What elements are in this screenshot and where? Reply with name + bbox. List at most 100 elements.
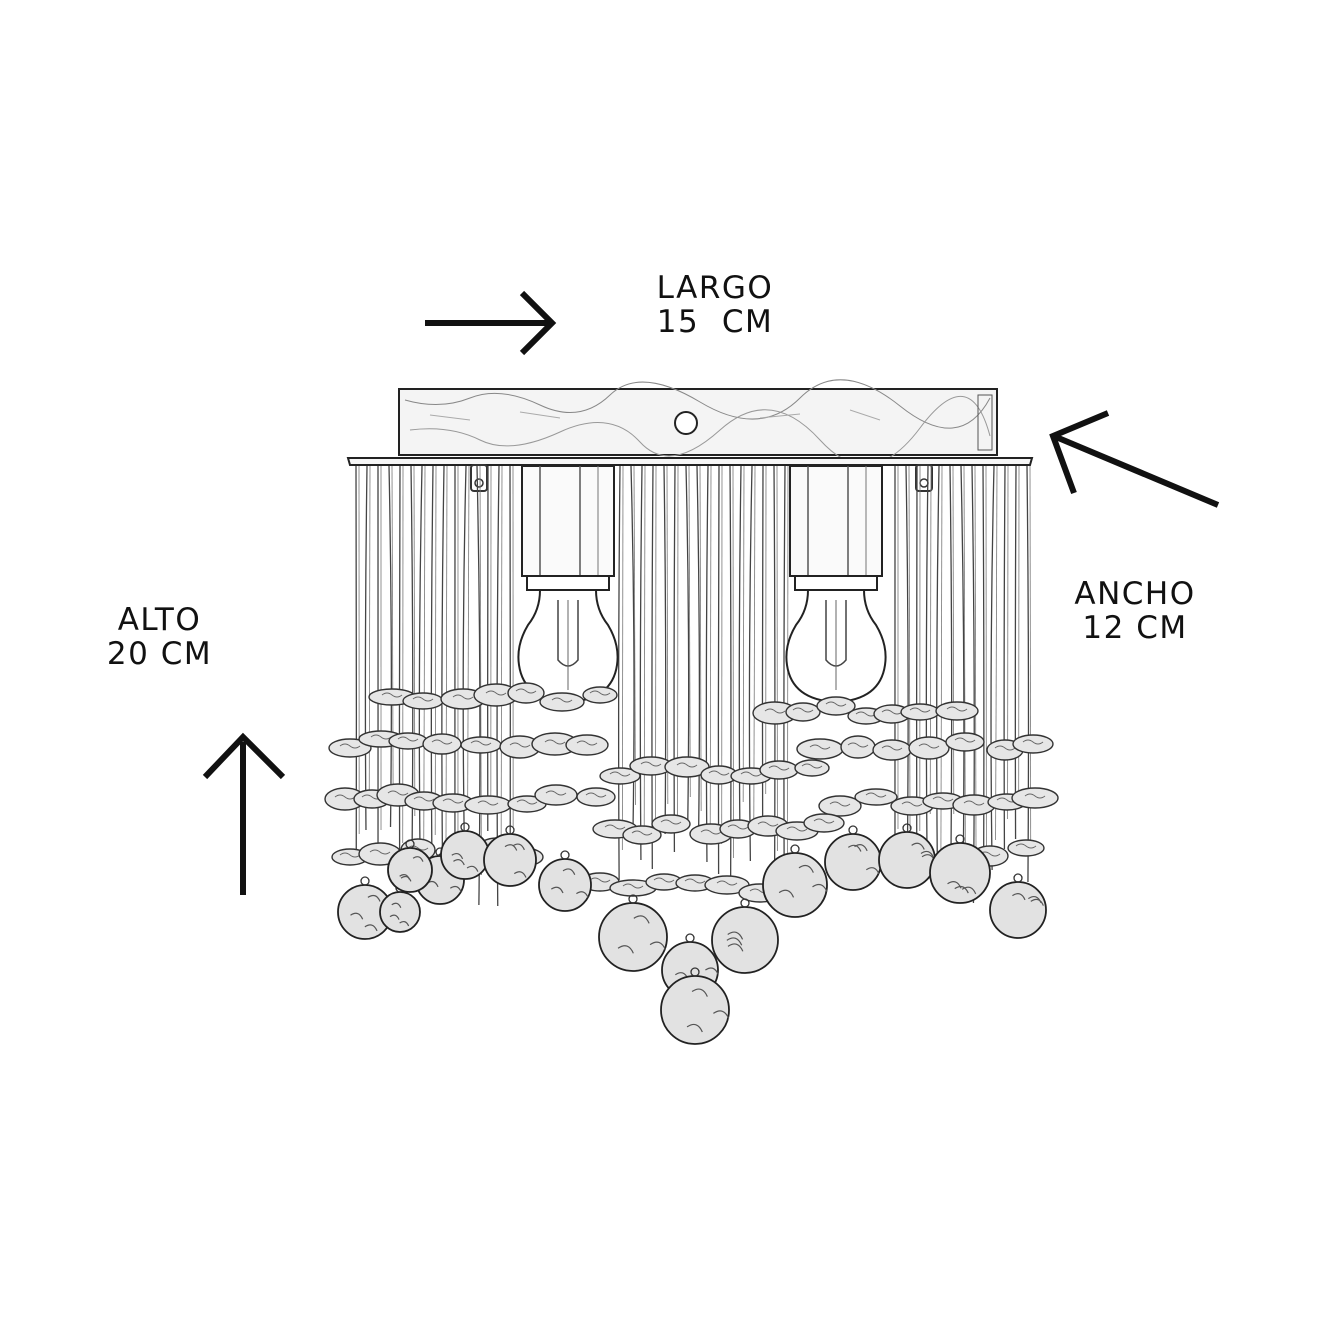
crystal-facet bbox=[399, 920, 410, 927]
strand bbox=[617, 465, 621, 881]
crystal-facet bbox=[705, 967, 719, 975]
crystal-facet bbox=[431, 739, 453, 745]
crystal-bead bbox=[534, 784, 578, 806]
crystal-facet bbox=[764, 708, 786, 714]
drop-ring bbox=[690, 967, 700, 977]
crystal-facet bbox=[442, 798, 464, 804]
crystal-facet bbox=[407, 845, 429, 851]
strand bbox=[663, 465, 667, 835]
strand bbox=[952, 465, 955, 815]
strand bbox=[705, 465, 709, 863]
crystal-facet bbox=[653, 877, 675, 883]
crystal-facet bbox=[813, 818, 835, 824]
crystal-facet bbox=[918, 743, 940, 749]
crystal-bead bbox=[507, 682, 545, 704]
strand bbox=[982, 465, 985, 888]
crystal-facet bbox=[727, 943, 744, 952]
drop-ring bbox=[560, 850, 570, 860]
crystal-facet bbox=[397, 736, 419, 742]
strand bbox=[995, 465, 998, 841]
crystal-facet bbox=[716, 880, 738, 886]
crystal-facet bbox=[994, 745, 1016, 751]
crystal-facet bbox=[504, 844, 518, 851]
crystal-facet bbox=[676, 762, 698, 768]
crystal-facet bbox=[452, 694, 474, 700]
strand bbox=[434, 465, 437, 836]
crystal-drop bbox=[483, 833, 537, 887]
crystal-bead bbox=[872, 739, 912, 761]
crystal-facet bbox=[798, 864, 814, 873]
crystal-facet bbox=[713, 1010, 730, 1019]
crystal-drop bbox=[379, 891, 421, 933]
crystal-bead bbox=[796, 738, 844, 760]
crystal-bead bbox=[651, 814, 691, 834]
strand bbox=[1003, 465, 1006, 850]
crystal-facet bbox=[367, 894, 381, 902]
crystal-facet bbox=[792, 707, 814, 713]
crystal-facet bbox=[649, 941, 666, 950]
crystal-facet bbox=[708, 770, 730, 776]
crystal-facet bbox=[686, 1023, 703, 1033]
drop-ring bbox=[902, 823, 912, 833]
crystal-drop bbox=[711, 906, 779, 974]
crystal-bead bbox=[803, 813, 845, 833]
crystal-facet bbox=[551, 697, 573, 703]
crystal-facet bbox=[1015, 843, 1037, 849]
dimension-value: 20 CM bbox=[106, 636, 213, 672]
strand bbox=[462, 465, 467, 837]
crystal-facet bbox=[954, 885, 969, 894]
crystal-facet bbox=[515, 688, 537, 694]
crystal-facet bbox=[391, 902, 402, 908]
dimension-label-ancho: ANCHO 12 CM bbox=[1060, 577, 1210, 645]
crystal-facet bbox=[881, 709, 903, 715]
crystal-facet bbox=[512, 843, 525, 851]
dimension-label-largo: LARGO 15 CM bbox=[645, 271, 785, 339]
strand bbox=[388, 465, 393, 828]
crystal-bead bbox=[854, 788, 898, 806]
crystal-bead bbox=[900, 703, 940, 721]
crystal-facet bbox=[562, 868, 576, 875]
crystal-bead bbox=[945, 732, 985, 752]
crystal-facet bbox=[576, 891, 589, 898]
crystal-facet bbox=[622, 883, 644, 889]
crystal-facet bbox=[389, 914, 400, 920]
crystal-facet bbox=[470, 740, 492, 746]
crystal-facet bbox=[954, 737, 976, 743]
crystal-facet bbox=[920, 850, 935, 858]
drop-ring bbox=[360, 876, 370, 886]
strand bbox=[971, 465, 975, 904]
crystal-facet bbox=[1022, 739, 1044, 745]
crystal-facet bbox=[369, 849, 391, 855]
crystal-facet bbox=[812, 883, 828, 892]
crystal-facet bbox=[963, 800, 985, 806]
strand bbox=[413, 465, 416, 817]
bulb-right-icon bbox=[785, 589, 887, 704]
crystal-facet bbox=[961, 886, 977, 895]
strand bbox=[960, 465, 965, 898]
strand bbox=[925, 465, 929, 845]
crystal-facet bbox=[334, 794, 356, 800]
crystal-facet bbox=[855, 711, 877, 717]
crystal-facet bbox=[545, 790, 567, 796]
crystal-facet bbox=[400, 875, 412, 882]
crystal-bead bbox=[460, 736, 502, 754]
crystal-facet bbox=[700, 829, 722, 835]
crystal-facet bbox=[727, 931, 744, 940]
strand bbox=[500, 465, 503, 877]
crystal-bead bbox=[785, 702, 821, 722]
strand bbox=[418, 465, 423, 880]
crystal-facet bbox=[854, 844, 868, 852]
crystal-facet bbox=[946, 706, 968, 712]
strand bbox=[643, 465, 646, 831]
crystal-facet bbox=[412, 856, 424, 862]
dimension-name: ANCHO bbox=[1074, 576, 1196, 612]
strand bbox=[655, 465, 657, 840]
strand bbox=[699, 465, 702, 812]
crystal-bead bbox=[1007, 839, 1045, 857]
crystal-facet bbox=[449, 885, 462, 893]
crystal-facet bbox=[466, 865, 479, 872]
crystal-drop bbox=[824, 833, 882, 891]
crystal-facet bbox=[1030, 898, 1044, 906]
crystal-facet bbox=[633, 915, 650, 924]
